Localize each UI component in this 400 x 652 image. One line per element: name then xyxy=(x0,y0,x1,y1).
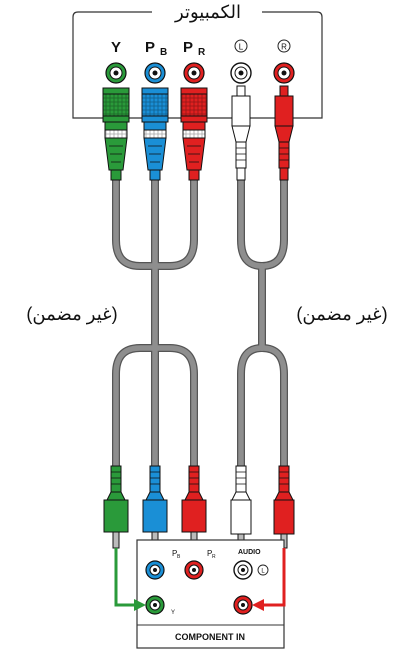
svg-text:R: R xyxy=(281,43,287,52)
computer-jack-y xyxy=(105,62,127,84)
computer-title: الكمبيوتر xyxy=(174,2,241,23)
port-label-audio-r: R xyxy=(277,39,291,53)
top-plug-audio-l xyxy=(231,85,251,181)
panel-label-pr: P R xyxy=(207,549,216,560)
video-cable xyxy=(112,176,198,470)
panel-label-l: L xyxy=(257,564,269,576)
cable-label-right: (غير مضمن) xyxy=(296,304,387,325)
panel-bottom-label: COMPONENT IN xyxy=(175,632,245,642)
panel-label-pb: P B xyxy=(172,549,181,560)
svg-text:R: R xyxy=(212,554,216,560)
port-label-audio-l: L xyxy=(234,39,248,53)
top-plug-y xyxy=(102,87,130,181)
computer-jack-audio-r xyxy=(273,62,295,84)
computer-jack-audio-l xyxy=(230,62,252,84)
bottom-plug-pr xyxy=(181,465,207,549)
panel-jack-audio-l xyxy=(233,560,253,580)
computer-box: الكمبيوتر Y P B P R L R xyxy=(72,2,323,119)
computer-jack-pb xyxy=(144,62,166,84)
bottom-plug-y xyxy=(103,465,129,549)
panel-jack-pb xyxy=(145,560,165,580)
computer-jack-pr xyxy=(183,62,205,84)
svg-text:P: P xyxy=(183,39,193,56)
audio-cable xyxy=(237,176,288,470)
svg-text:P: P xyxy=(207,549,212,558)
panel-jack-pr xyxy=(184,560,204,580)
bottom-plug-audio-r xyxy=(273,465,295,549)
svg-text:R: R xyxy=(198,47,206,58)
y-connection-arrow xyxy=(114,548,146,611)
bottom-plug-audio-l xyxy=(230,465,252,549)
top-plug-audio-r xyxy=(274,85,294,181)
port-label-pb: P B xyxy=(145,39,167,58)
top-plug-pb xyxy=(141,87,169,181)
panel-label-audio: AUDIO xyxy=(238,549,261,556)
svg-text:P: P xyxy=(145,39,155,56)
audio-r-connection-arrow xyxy=(252,548,286,611)
panel-label-y: Y xyxy=(171,610,175,616)
port-label-pr: P R xyxy=(183,39,206,58)
svg-text:L: L xyxy=(239,43,244,52)
svg-text:L: L xyxy=(261,569,265,575)
svg-text:B: B xyxy=(160,47,167,58)
bottom-plug-pb xyxy=(142,465,168,549)
port-label-y: Y xyxy=(111,39,121,56)
svg-text:P: P xyxy=(172,549,177,558)
svg-text:B: B xyxy=(177,554,181,560)
panel-jack-y xyxy=(145,595,165,615)
top-plug-pr xyxy=(180,87,208,181)
component-in-panel: P B P R AUDIO L xyxy=(136,539,285,649)
cable-label-left: (غير مضمن) xyxy=(26,304,117,325)
panel-jack-audio-r xyxy=(233,595,253,615)
